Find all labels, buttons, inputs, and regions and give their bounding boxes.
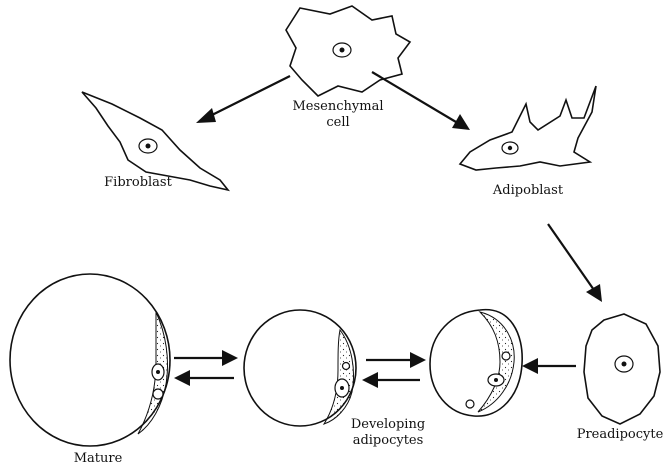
arrow-preadipocyte-to-developing (522, 358, 576, 374)
arrows-developing-bidirectional (362, 352, 426, 388)
adipoblast-cell (460, 86, 596, 170)
mature-adipocyte (10, 274, 170, 446)
developing-adipocyte-large (244, 310, 356, 426)
developing-label: Developing (351, 417, 425, 432)
mature-label: Mature (74, 451, 123, 466)
adipoblast-label: Adipoblast (492, 183, 564, 198)
mesenchymal-label: Mesenchymal (293, 99, 384, 114)
fibroblast-label: Fibroblast (104, 175, 172, 190)
preadipocyte-cell (584, 314, 660, 424)
developing-adipocyte-small (430, 310, 522, 417)
arrows-mature-bidirectional (174, 350, 238, 386)
arrow-mesenchymal-to-adipoblast (372, 72, 470, 130)
preadipocyte-label: Preadipocyte (577, 427, 663, 442)
mesenchymal-label-line2: cell (326, 115, 349, 130)
developing-label-line2: adipocytes (353, 433, 424, 448)
arrow-adipoblast-to-preadipocyte (548, 224, 602, 302)
arrow-mesenchymal-to-fibroblast (196, 76, 290, 123)
